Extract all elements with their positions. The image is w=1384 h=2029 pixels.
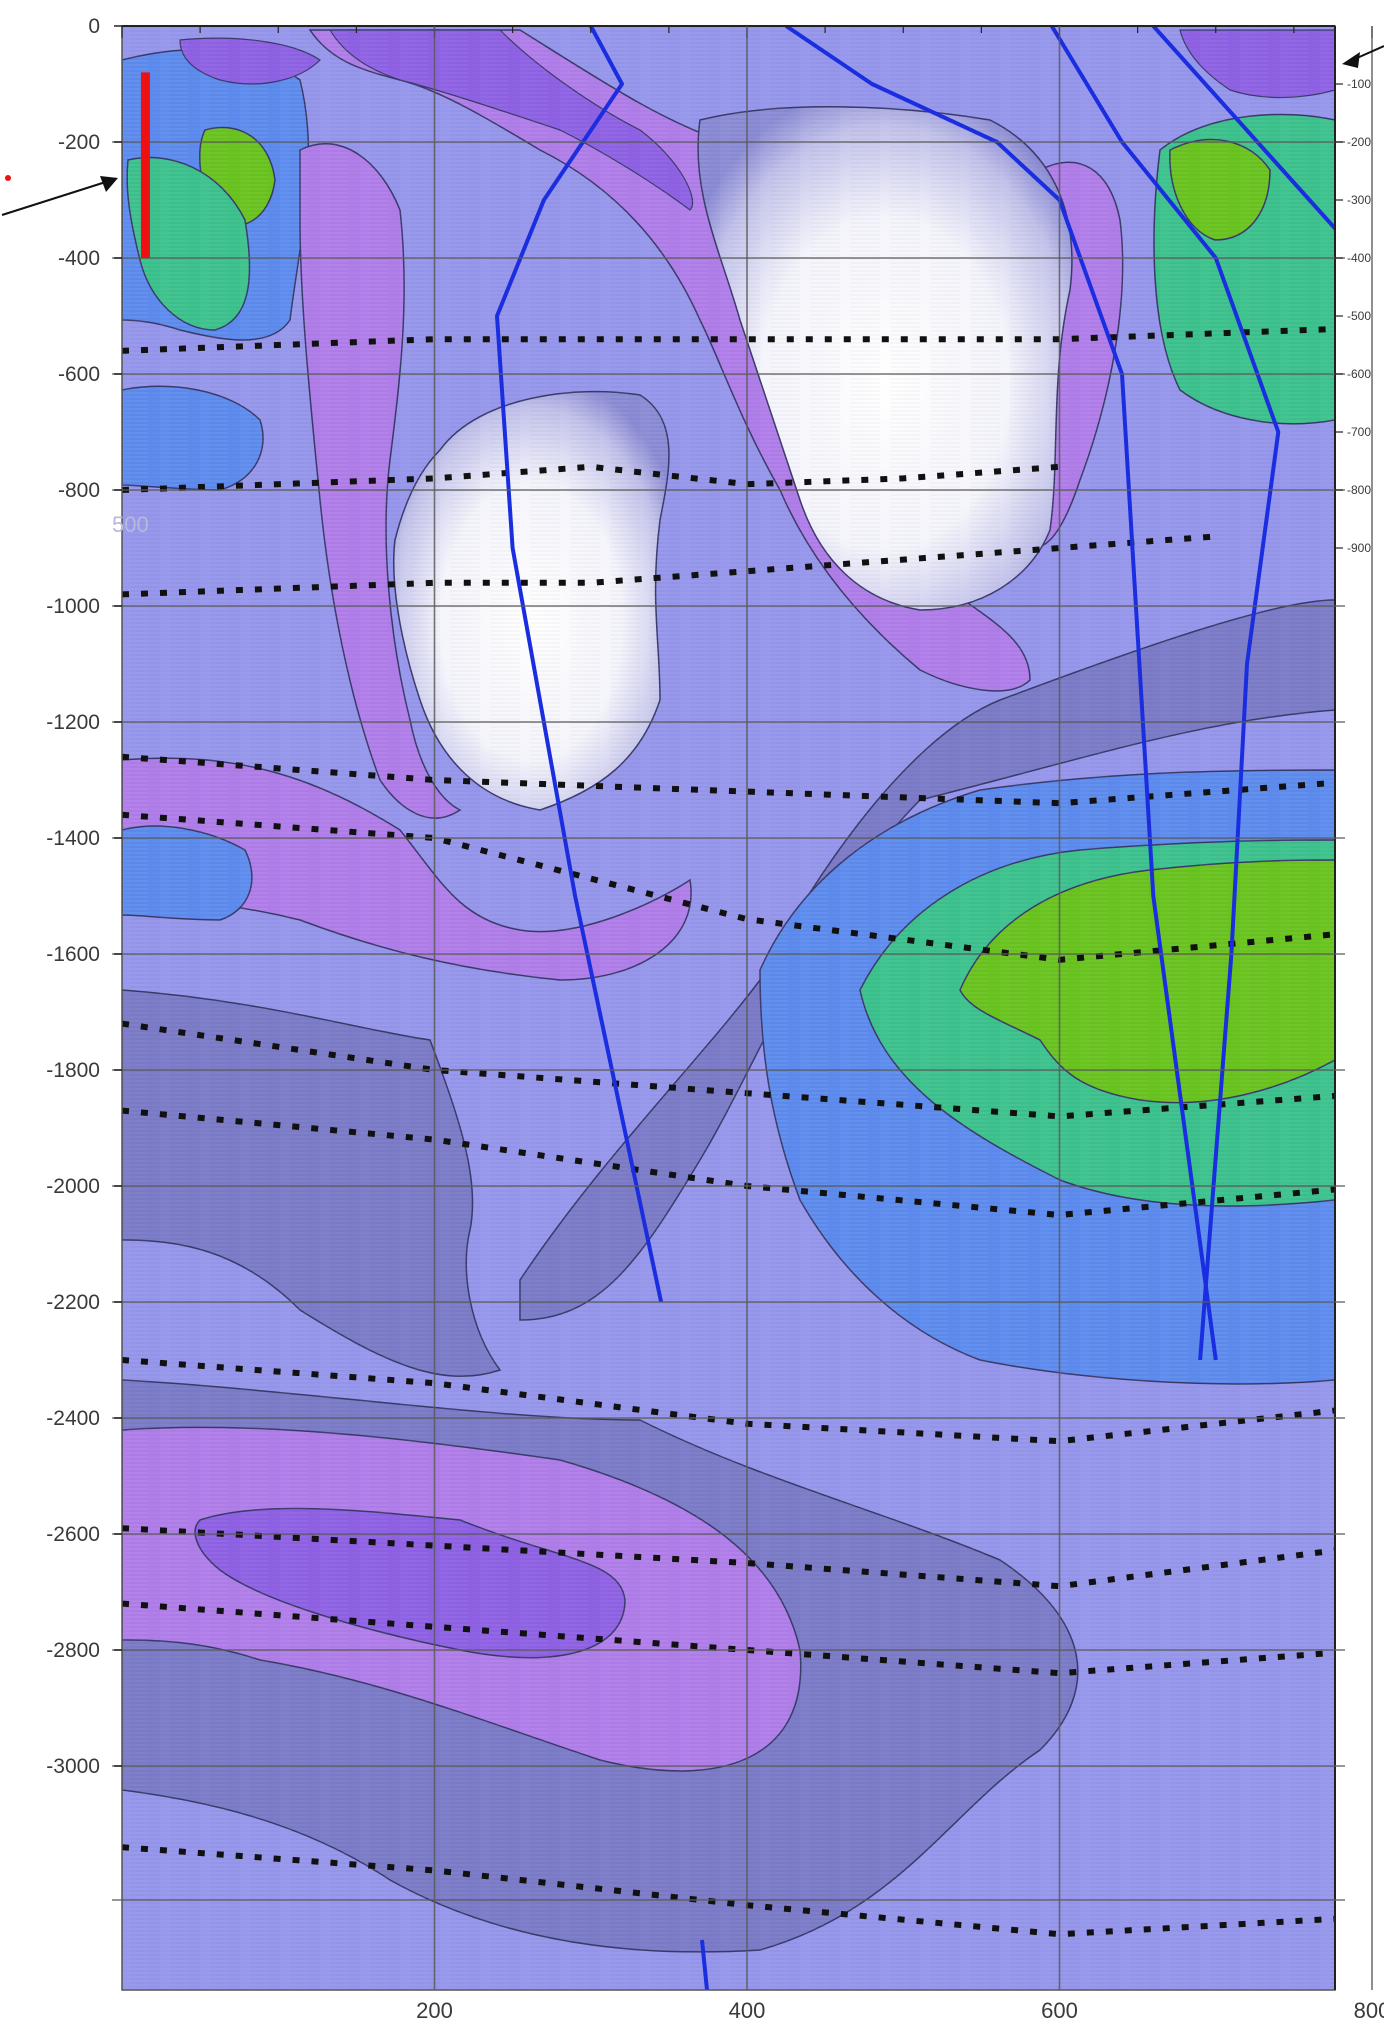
fault-line [495, 26, 664, 1303]
x-tick-label: 400 [729, 1998, 766, 2023]
y-tick-label: -1800 [46, 1059, 100, 1082]
right-tick-label: -500 [1347, 309, 1371, 323]
y-tick-label: -2200 [46, 1291, 100, 1314]
grid-lines [112, 25, 1373, 1991]
fault-line-stub [700, 1939, 710, 1990]
right-tick-label: -900 [1347, 541, 1371, 555]
y-tick-label: -1400 [46, 827, 100, 850]
x-tick-label: 200 [416, 1998, 453, 2023]
y-tick-label: -200 [58, 131, 100, 154]
y-tick-label: -400 [58, 247, 100, 270]
dotted-horizon [122, 1844, 1335, 1938]
right-tick-label: -300 [1347, 193, 1371, 207]
right-arrow-head [1342, 52, 1360, 68]
y-tick-label: -2400 [46, 1407, 100, 1430]
right-tick-label: -600 [1347, 367, 1371, 381]
dotted-horizon [122, 1020, 1335, 1120]
dotted-horizons [122, 325, 1335, 1938]
fault-line-stub [702, 26, 705, 27]
dotted-horizon [122, 811, 1335, 963]
left-red-dot [5, 175, 11, 181]
y-tick-label: -600 [58, 363, 100, 386]
right-axis: -100 -200 -300 -400 -500 -600 -700 -800 -900 [1335, 77, 1371, 555]
contour-fill-regions [122, 26, 1335, 1990]
right-tick-label: -200 [1347, 135, 1371, 149]
y-tick-label: -2000 [46, 1175, 100, 1198]
y-tick-label: -2600 [46, 1523, 100, 1546]
x-tick-label: 600 [1041, 1998, 1078, 2023]
x-tick-label: 800 [1354, 1998, 1384, 2023]
y-tick-label: -2800 [46, 1639, 100, 1662]
y-axis: 0 -200 -400 -600 -800 -1000 -1200 -1400 -1600 -18… [46, 15, 100, 1778]
fault-line [1151, 26, 1335, 232]
left-arrow-head [100, 176, 118, 192]
annotation-arrows [1, 45, 1384, 216]
y-tick-label: -3000 [46, 1755, 100, 1778]
y-tick-label: -1600 [46, 943, 100, 966]
right-tick-label: -100 [1347, 77, 1371, 91]
y-tick-label: 0 [88, 15, 100, 38]
right-tick-label: -700 [1347, 425, 1371, 439]
y-tick-label: -1200 [46, 711, 100, 734]
streak-texture [122, 26, 1335, 1990]
y-tick-label: -1000 [46, 595, 100, 618]
right-tick-label: -400 [1347, 251, 1371, 265]
right-tick-label: -800 [1347, 483, 1371, 497]
dotted-horizon [122, 1357, 1335, 1445]
well-markers [140, 72, 150, 258]
annotation-label-500: 500 [112, 512, 149, 537]
x-axis: 200400600800100012001400 [416, 1998, 1384, 2023]
y-tick-label: -800 [58, 479, 100, 502]
left-arrow-shaft [1, 179, 113, 216]
dotted-horizon [122, 1107, 1335, 1219]
